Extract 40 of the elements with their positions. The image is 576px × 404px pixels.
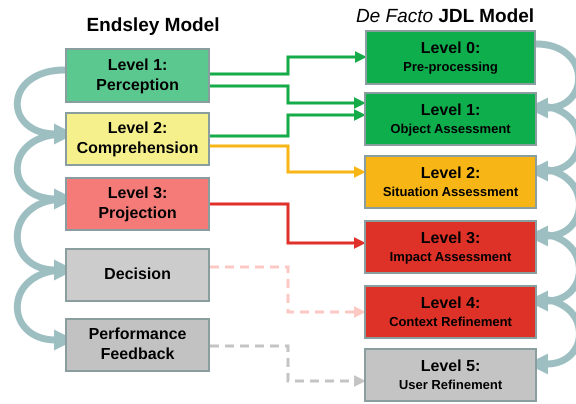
level-name: Comprehension bbox=[76, 139, 198, 159]
level-box bbox=[365, 30, 536, 85]
level-name: Situation Assessment bbox=[382, 184, 518, 200]
connector-arrow bbox=[210, 344, 366, 387]
level-box bbox=[65, 112, 210, 166]
level-name: Impact Assessment bbox=[390, 248, 512, 266]
connector-arrow bbox=[210, 202, 366, 249]
level-box bbox=[364, 285, 537, 339]
level-box bbox=[364, 220, 537, 274]
level-box bbox=[65, 48, 210, 103]
level-box bbox=[65, 318, 210, 372]
level-box bbox=[65, 177, 210, 231]
level-name: Projection bbox=[98, 204, 177, 224]
level-heading: Level 3: bbox=[108, 184, 168, 204]
connector-arrow bbox=[210, 51, 367, 76]
level-box bbox=[364, 348, 537, 402]
level-box bbox=[364, 92, 537, 146]
level-name: Context Refinement bbox=[389, 314, 512, 330]
level-heading: Level 0: bbox=[420, 39, 480, 60]
column-heading: De Facto JDL Model bbox=[354, 5, 536, 29]
connector-arrow bbox=[210, 266, 366, 318]
level-heading: Level 2: bbox=[420, 164, 480, 184]
level-name: Object Assessment bbox=[390, 120, 511, 138]
connector-arrow bbox=[210, 84, 366, 109]
column-heading: Endsley Model bbox=[85, 14, 221, 38]
level-name: Performance Feedback bbox=[88, 325, 188, 365]
level-name: Decision bbox=[104, 265, 171, 285]
level-name: User Refinement bbox=[398, 376, 502, 394]
level-heading: Level 4: bbox=[420, 294, 480, 314]
level-heading: Level 5: bbox=[420, 356, 480, 377]
level-heading: Level 1: bbox=[420, 100, 480, 121]
level-box bbox=[65, 248, 210, 302]
level-heading: Level 3: bbox=[420, 228, 480, 249]
level-name: Pre-processing bbox=[403, 59, 498, 76]
level-heading: Level 2: bbox=[108, 119, 168, 139]
level-box bbox=[364, 155, 537, 209]
connector-arrow bbox=[210, 144, 366, 178]
level-heading: Level 1: bbox=[108, 56, 168, 76]
level-name: Perception bbox=[96, 76, 179, 96]
connector-arrow bbox=[210, 109, 366, 138]
